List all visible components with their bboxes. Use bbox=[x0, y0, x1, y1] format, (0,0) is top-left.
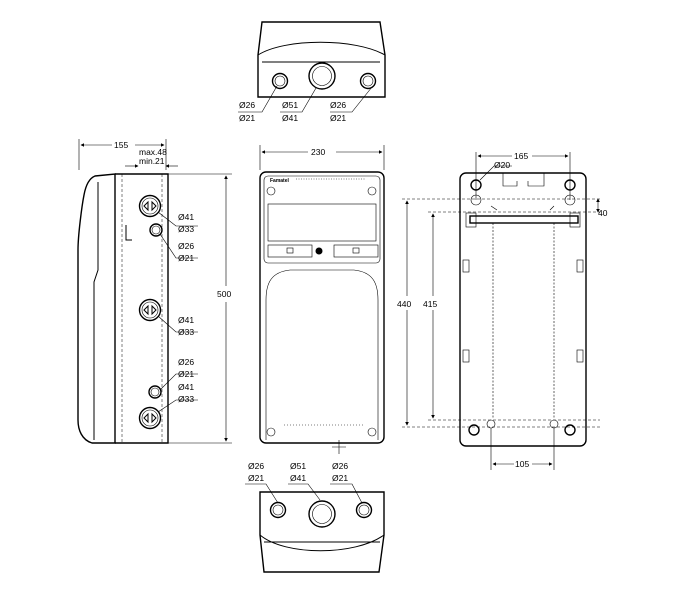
top-hole-center bbox=[308, 62, 336, 90]
bottom-view: Ø26 Ø21 Ø51 Ø41 Ø26 Ø21 bbox=[245, 461, 385, 573]
side-knockout-4 bbox=[148, 385, 162, 399]
rear-view: 165 Ø20 40 440 bbox=[397, 151, 608, 470]
bottom-right-d2: Ø21 bbox=[332, 473, 348, 483]
top-right-d2: Ø21 bbox=[330, 113, 346, 123]
front-width-dim: 230 bbox=[311, 147, 325, 157]
bottom-hole-right bbox=[355, 501, 373, 519]
side-hole4-d2: Ø21 bbox=[178, 369, 194, 379]
side-hole2-d2: Ø21 bbox=[178, 253, 194, 263]
side-view: 155 max.48 min.21 Ø41 Ø33 Ø26 bbox=[77, 139, 232, 444]
rear-height-inner: 415 bbox=[423, 299, 437, 309]
top-hole-left bbox=[271, 72, 289, 90]
top-view: Ø26 Ø21 Ø51 Ø41 Ø26 Ø21 bbox=[238, 21, 386, 123]
side-knockout-5 bbox=[138, 406, 162, 430]
bottom-left-d1: Ø26 bbox=[248, 461, 264, 471]
side-knockout-2 bbox=[149, 223, 163, 237]
side-hole2-d1: Ø26 bbox=[178, 241, 194, 251]
side-height-dim: 500 bbox=[217, 289, 231, 299]
bottom-center-d2: Ø41 bbox=[290, 473, 306, 483]
top-center-d2: Ø41 bbox=[282, 113, 298, 123]
bottom-left-d2: Ø21 bbox=[248, 473, 264, 483]
side-knockout-3 bbox=[138, 298, 162, 322]
side-min-label: min.21 bbox=[139, 156, 165, 166]
side-hole5-d1: Ø41 bbox=[178, 382, 194, 392]
side-width-dim: 155 bbox=[114, 140, 128, 150]
bottom-right-d1: Ø26 bbox=[332, 461, 348, 471]
rear-height-outer: 440 bbox=[397, 299, 411, 309]
bottom-hole-center bbox=[308, 500, 336, 528]
side-hole3-d1: Ø41 bbox=[178, 315, 194, 325]
top-left-d1: Ø26 bbox=[239, 100, 255, 110]
side-hole3-d2: Ø33 bbox=[178, 327, 194, 337]
side-hole1-d2: Ø33 bbox=[178, 224, 194, 234]
top-right-d1: Ø26 bbox=[330, 100, 346, 110]
side-knockout-1 bbox=[138, 194, 162, 218]
rear-width-dim: 165 bbox=[514, 151, 528, 161]
bottom-center-d1: Ø51 bbox=[290, 461, 306, 471]
side-max-label: max.48 bbox=[139, 147, 167, 157]
top-center-d1: Ø51 bbox=[282, 100, 298, 110]
top-left-d2: Ø21 bbox=[239, 113, 255, 123]
side-hole1-d1: Ø41 bbox=[178, 212, 194, 222]
rear-side-dim: 40 bbox=[598, 208, 608, 218]
rear-bottom-dim: 105 bbox=[515, 459, 529, 469]
bottom-hole-left bbox=[269, 501, 287, 519]
side-hole5-d2: Ø33 bbox=[178, 394, 194, 404]
front-brand: Famatel bbox=[270, 178, 290, 184]
front-view: 230 Famatel bbox=[259, 145, 385, 454]
side-hole4-d1: Ø26 bbox=[178, 357, 194, 367]
rear-hole-dim: Ø20 bbox=[494, 160, 510, 170]
top-hole-right bbox=[359, 72, 377, 90]
